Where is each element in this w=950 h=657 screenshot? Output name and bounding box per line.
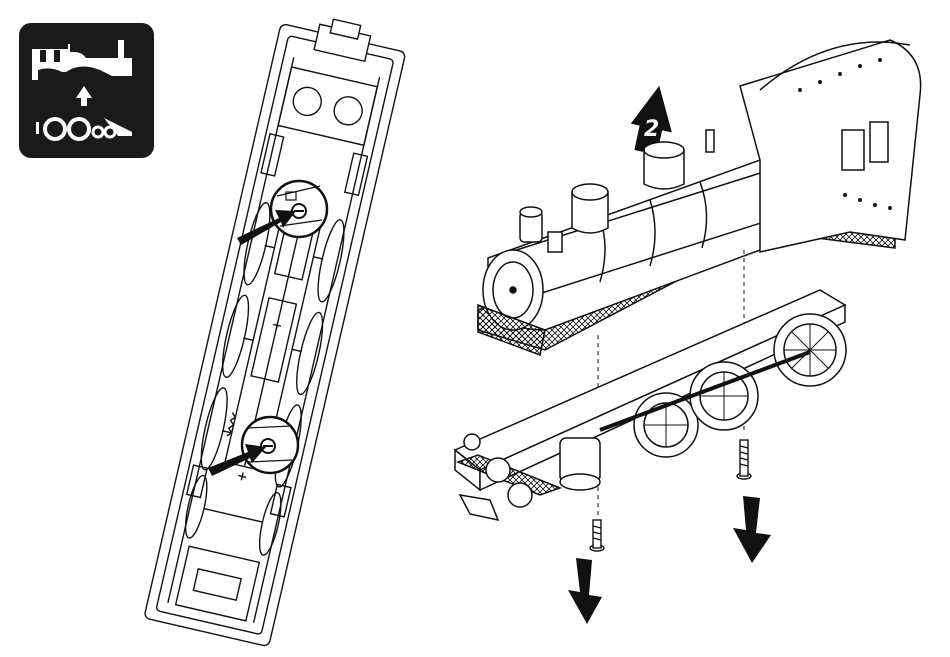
boiler-shell (478, 40, 921, 355)
remove-screw-down-arrow-rear (733, 496, 771, 563)
remove-screw-down-arrow-front (568, 558, 602, 624)
mounting-screw-rear (737, 440, 751, 479)
underside-chassis (144, 8, 410, 647)
step-number: 2 (644, 117, 659, 142)
locomotive-disassembly-icon (19, 23, 154, 158)
screw-callout-upper (271, 181, 327, 237)
mounting-screw-front (590, 520, 604, 551)
